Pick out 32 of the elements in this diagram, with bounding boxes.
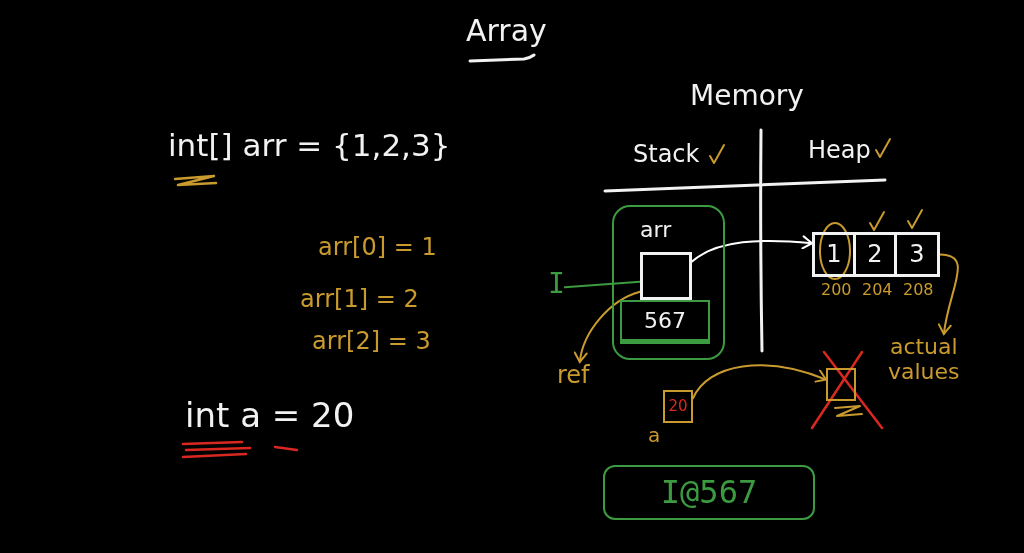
section-heading: Memory	[690, 80, 804, 113]
output-box: I@567	[603, 465, 815, 520]
column-header: Heap	[808, 137, 871, 165]
arrow	[691, 235, 813, 263]
arrow	[574, 290, 641, 363]
arrow	[938, 253, 959, 335]
column-header: Stack	[633, 141, 700, 169]
arrow	[692, 364, 827, 400]
code-text: arr[1] = 2	[300, 286, 419, 314]
reference-box	[640, 252, 692, 300]
annotation-text: actual values	[888, 334, 960, 385]
memory-address: 204	[862, 281, 893, 300]
array-cell: 3	[897, 235, 937, 274]
code-text: arr[0] = 1	[318, 234, 437, 262]
variable-name: arr	[640, 217, 672, 243]
value-box: 20	[663, 390, 693, 423]
code-text: arr[2] = 3	[312, 328, 431, 356]
address-box: 567	[620, 300, 710, 344]
array-cell: 1	[815, 235, 856, 274]
array-cell: 2	[856, 235, 897, 274]
title: Array	[466, 14, 547, 49]
variable-name: a	[648, 424, 661, 447]
annotation-text: I	[548, 268, 565, 301]
stack-frame-box	[612, 205, 725, 360]
memory-address: 208	[903, 281, 934, 300]
code-text: int a = 20	[185, 396, 355, 436]
code-text: int[] arr = {1,2,3}	[168, 128, 451, 164]
array-box	[812, 232, 940, 277]
memory-address: 200	[821, 281, 852, 300]
value-box	[826, 368, 856, 401]
annotation-text: ref	[557, 362, 590, 390]
connector-line	[563, 280, 641, 289]
